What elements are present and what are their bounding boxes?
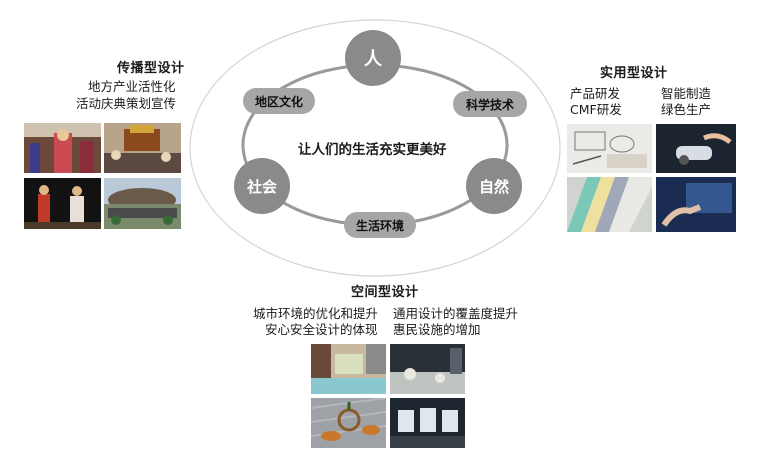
- photo-stage-performance: [24, 178, 101, 229]
- photo-stadium: [104, 178, 181, 229]
- right-panel-col1-line-1: 产品研发: [570, 86, 621, 101]
- photo-shrine-parade: [104, 123, 181, 173]
- node-shenghuo-huanjing: 生活环境: [344, 212, 416, 238]
- photo-night-street: [390, 344, 465, 394]
- bottom-panel-col2-line-2: 惠民设施的增加: [393, 322, 481, 337]
- photo-product-sketch: [567, 124, 652, 173]
- right-panel-col1-line-2: CMF研发: [570, 102, 622, 117]
- bottom-panel-col1-line-2: 安心安全设计的体现: [265, 322, 378, 337]
- photo-material-swatches: [567, 177, 652, 232]
- left-panel-line-1: 地方产业活性化: [88, 79, 176, 94]
- node-ren: 人: [345, 30, 401, 86]
- bottom-panel-title: 空间型设计: [351, 285, 419, 300]
- photo-urban-plaza: [311, 344, 386, 394]
- center-slogan: 让人们的生活充实更美好: [298, 142, 447, 158]
- photo-smart-device: [656, 124, 736, 173]
- bottom-panel-col2-line-1: 通用设计的覆盖度提升: [393, 306, 519, 321]
- node-diqu-wenhua: 地区文化: [243, 88, 315, 114]
- left-panel-line-2: 活动庆典策划宣传: [76, 96, 177, 111]
- right-panel-title: 实用型设计: [600, 66, 668, 81]
- photo-exhibition-space: [390, 398, 465, 448]
- right-panel-col2-line-1: 智能制造: [661, 86, 712, 101]
- photo-festival-crowd: [24, 123, 101, 173]
- node-shehui: 社会: [234, 158, 290, 214]
- node-kexue-jishu: 科学技术: [453, 91, 527, 117]
- left-panel-title: 传播型设计: [117, 61, 185, 76]
- bottom-panel-col1-line-1: 城市环境的优化和提升: [253, 306, 379, 321]
- photo-touch-interface: [656, 177, 736, 232]
- right-panel-col2-line-2: 绿色生产: [661, 102, 712, 117]
- photo-street-furniture: [311, 398, 386, 448]
- node-ziran: 自然: [466, 158, 522, 214]
